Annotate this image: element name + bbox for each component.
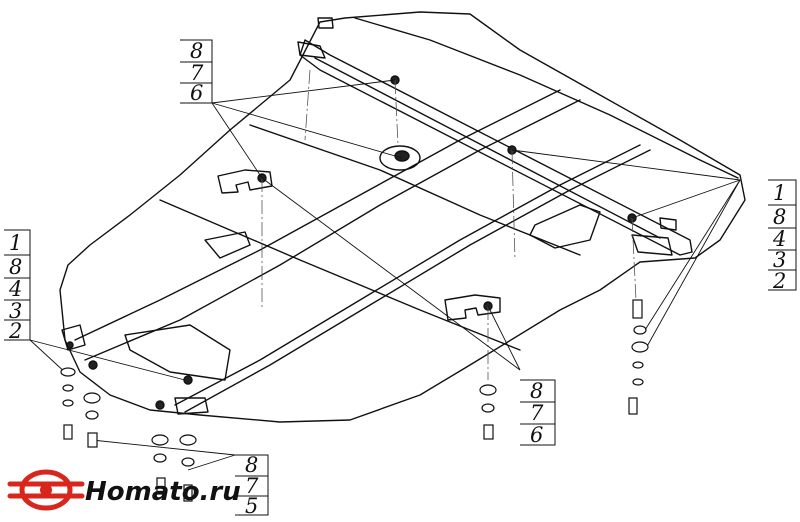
fold-line-6 [159, 199, 521, 351]
callout-left-2: 8 [9, 255, 22, 279]
callout-top-left-1: 8 [190, 39, 203, 63]
callout-left-3: 4 [8, 277, 22, 301]
opening-right [529, 204, 601, 249]
callout-right-1: 1 [773, 181, 786, 205]
slot-lower [444, 294, 501, 321]
opening-left [204, 231, 251, 259]
fastener-stack-right [628, 299, 649, 415]
callout-top-left-2: 7 [190, 61, 204, 85]
callout-right-3: 4 [772, 227, 786, 251]
bracket-top-right [631, 234, 673, 256]
bracket-small-top [317, 17, 334, 29]
bolt-hole [66, 341, 74, 349]
logo-text: Homato.ru [85, 477, 241, 507]
fold-line-1 [354, 17, 739, 179]
mounting-bar [299, 39, 693, 256]
fastener-stack-center [479, 384, 497, 440]
callout-right-2: 8 [773, 205, 786, 229]
callout-bottom-center-3: 6 [530, 423, 543, 447]
callout-bottom-center-1: 8 [530, 379, 543, 403]
callout-left-4: 3 [9, 299, 22, 323]
fold-line-4 [174, 144, 641, 406]
fold-line-2 [74, 89, 561, 341]
fastener-stack-left [60, 367, 76, 440]
callout-right-5: 2 [772, 269, 786, 293]
fold-line-5 [184, 149, 651, 413]
tab-left [61, 324, 86, 351]
fastener-stack-bottom [151, 434, 197, 502]
bracket-small-right [659, 217, 677, 231]
callout-left-5: 2 [8, 319, 22, 343]
skid-plate-outline [59, 11, 746, 423]
callout-left-1: 1 [9, 231, 22, 255]
center-boss [379, 145, 421, 171]
bolt-hole [183, 375, 193, 385]
bracket-top-left [297, 41, 326, 59]
callout-bottom-left-1: 8 [245, 453, 258, 477]
fastener-stack-left-2 [83, 392, 101, 448]
callout-right-4: 3 [773, 248, 786, 272]
opening-bottom [124, 324, 231, 381]
tab-front-left [174, 397, 209, 415]
logo: Homato.ru [7, 469, 241, 511]
bolt-hole [88, 360, 98, 370]
bolt-hole [155, 400, 165, 410]
callout-bottom-left-2: 7 [245, 474, 259, 498]
callout-bottom-left-3: 5 [245, 494, 258, 518]
callout-bottom-center-2: 7 [530, 401, 544, 425]
fold-line-3 [84, 99, 581, 361]
callout-top-left-3: 6 [190, 81, 203, 105]
logo-emblem-icon [7, 469, 85, 511]
